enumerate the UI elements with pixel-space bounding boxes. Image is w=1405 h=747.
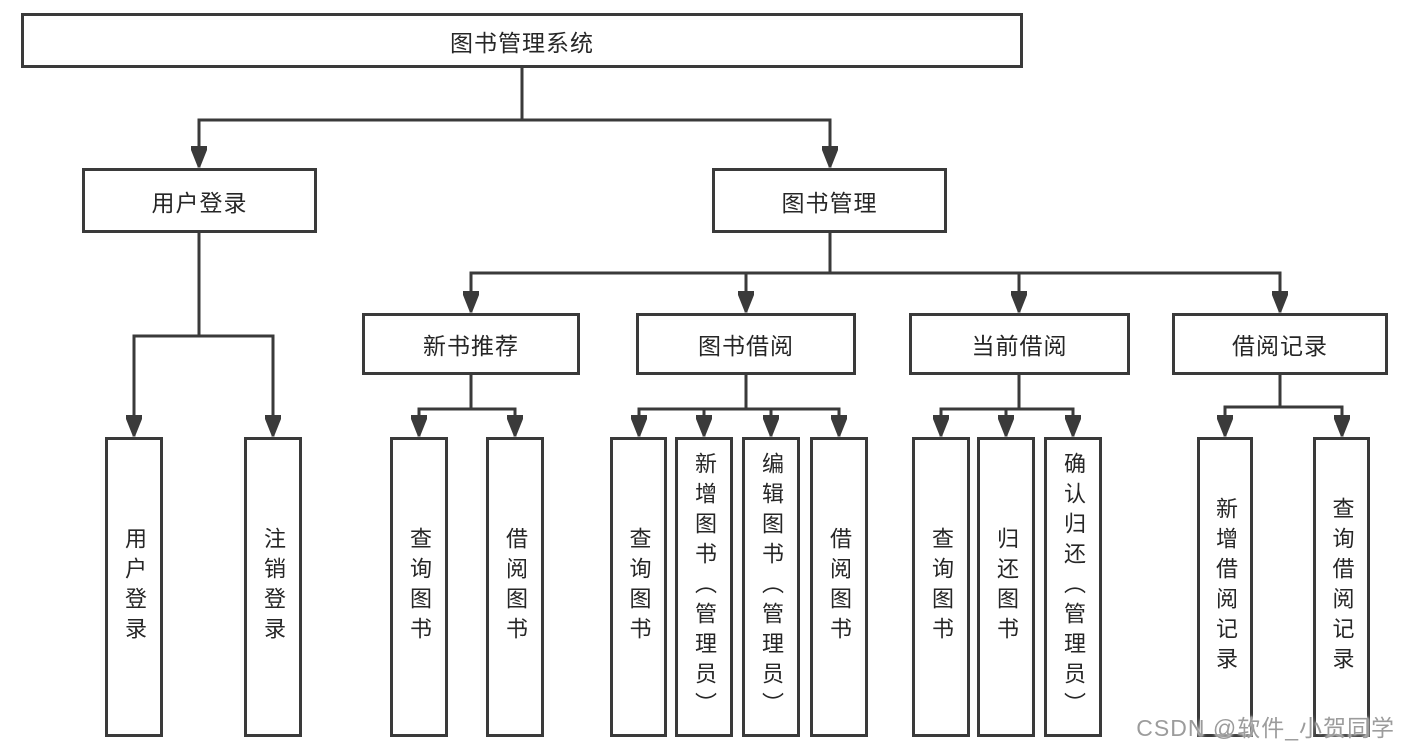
leaf-logout: 注销登录: [244, 437, 302, 737]
leaf-user-login: 用户登录: [105, 437, 163, 737]
node-user-login: 用户登录: [82, 168, 317, 233]
node-book-borrow: 图书借阅: [636, 313, 856, 375]
leaf-confirm-return-admin: 确认归还（管理员）: [1044, 437, 1102, 737]
node-current-borrow: 当前借阅: [909, 313, 1130, 375]
leaf-borrow-books-recommend: 借阅图书: [486, 437, 544, 737]
node-root: 图书管理系统: [21, 13, 1023, 68]
leaf-add-borrow-record: 新增借阅记录: [1197, 437, 1253, 737]
leaf-query-borrow-record: 查询借阅记录: [1313, 437, 1370, 737]
csdn-watermark: CSDN @软件_小贺同学: [1136, 715, 1395, 741]
leaf-borrow-books: 借阅图书: [810, 437, 868, 737]
leaf-query-books-borrow: 查询图书: [610, 437, 667, 737]
leaf-add-books-admin: 新增图书（管理员）: [675, 437, 733, 737]
node-book-management: 图书管理: [712, 168, 947, 233]
leaf-query-books-current: 查询图书: [912, 437, 970, 737]
leaf-query-books-recommend: 查询图书: [390, 437, 448, 737]
node-new-book-recommend: 新书推荐: [362, 313, 580, 375]
leaf-return-books: 归还图书: [977, 437, 1035, 737]
node-borrow-records: 借阅记录: [1172, 313, 1388, 375]
leaf-edit-books-admin: 编辑图书（管理员）: [742, 437, 800, 737]
